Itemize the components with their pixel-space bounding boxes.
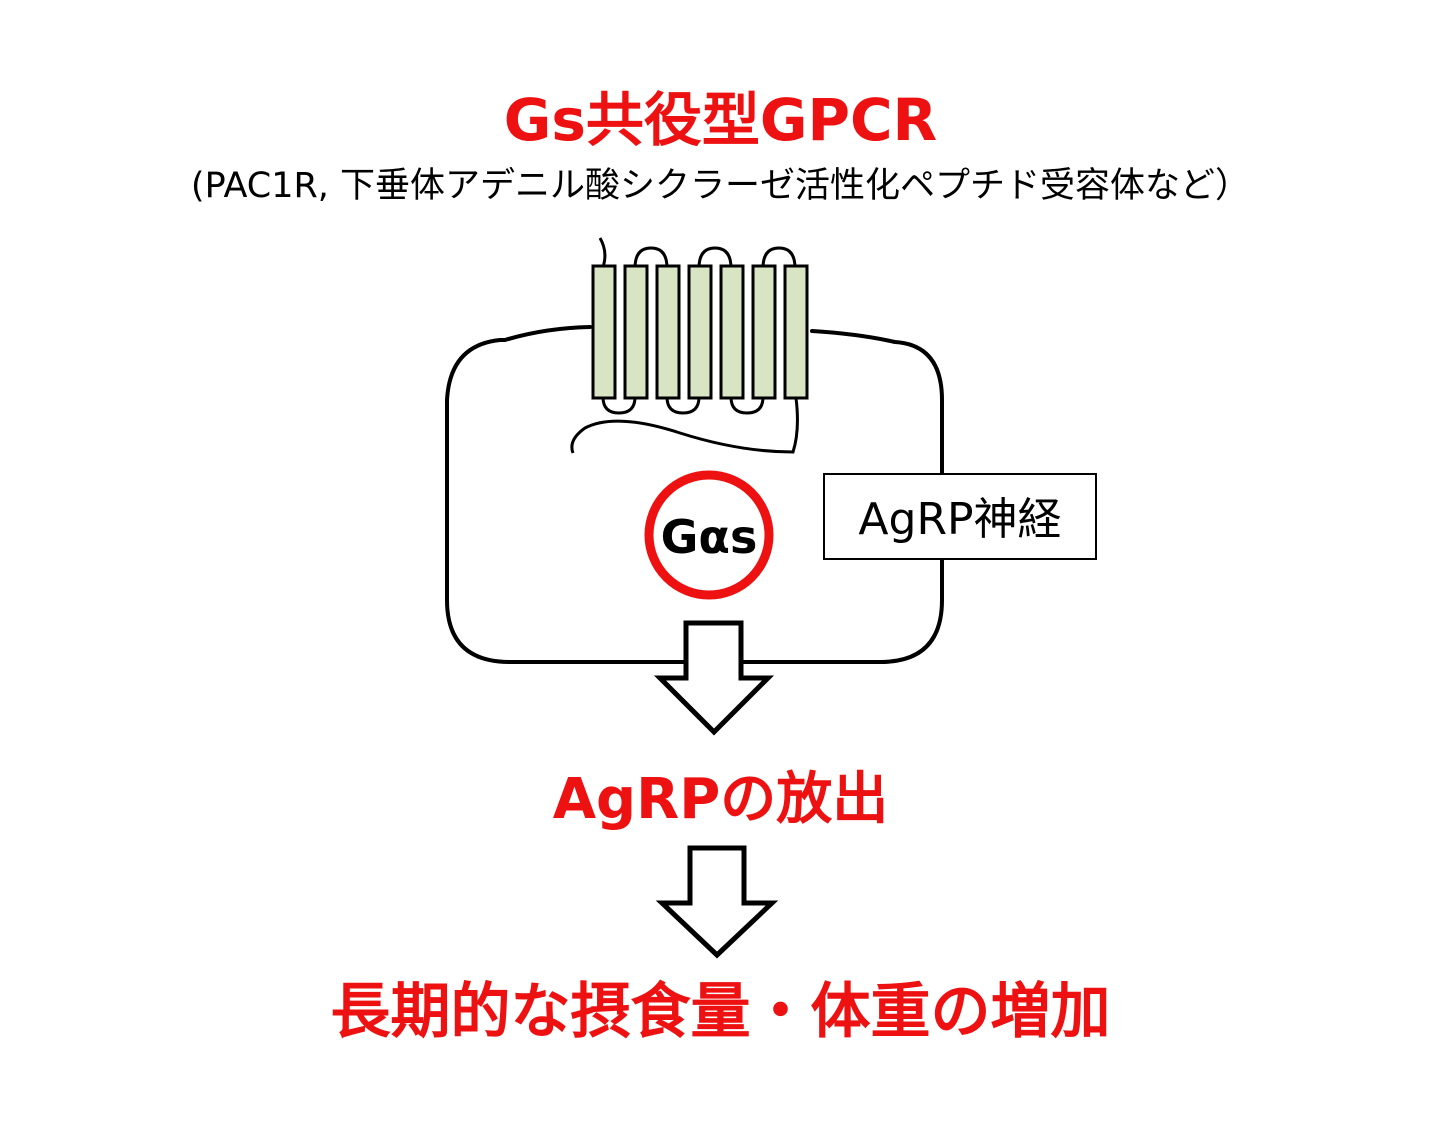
agrp-release-text: AgRPの放出: [552, 767, 889, 832]
down-arrow-1: [653, 620, 775, 736]
helix-4: [687, 264, 713, 400]
c-terminus-tail: [570, 397, 799, 454]
helix-2: [623, 264, 649, 400]
helix-5: [719, 264, 745, 400]
g-alpha-s-circle: [644, 470, 774, 600]
g-alpha-s-label: Gαs: [661, 510, 758, 564]
helix-7: [783, 264, 809, 400]
extracellular-loops: [633, 246, 797, 269]
cell-label-box: [823, 473, 1097, 560]
helix-1: [591, 264, 617, 400]
down-arrow-2: [655, 845, 779, 959]
transmembrane-helices: [591, 264, 809, 400]
intracellular-loops: [601, 396, 765, 415]
cell-membrane: [445, 325, 944, 664]
helix-6: [751, 264, 777, 400]
n-terminus-tail: [598, 237, 607, 268]
cell-label: AgRP神経: [858, 494, 1061, 545]
food-intake-weight-gain-text: 長期的な摂食量・体重の増加: [330, 977, 1111, 1047]
diagram-subtitle: (PAC1R, 下垂体アデニル酸シクラーゼ活性化ペプチド受容体など）: [190, 166, 1251, 206]
helix-3: [655, 264, 681, 400]
diagram-title: Gs共役型GPCR: [503, 86, 938, 154]
